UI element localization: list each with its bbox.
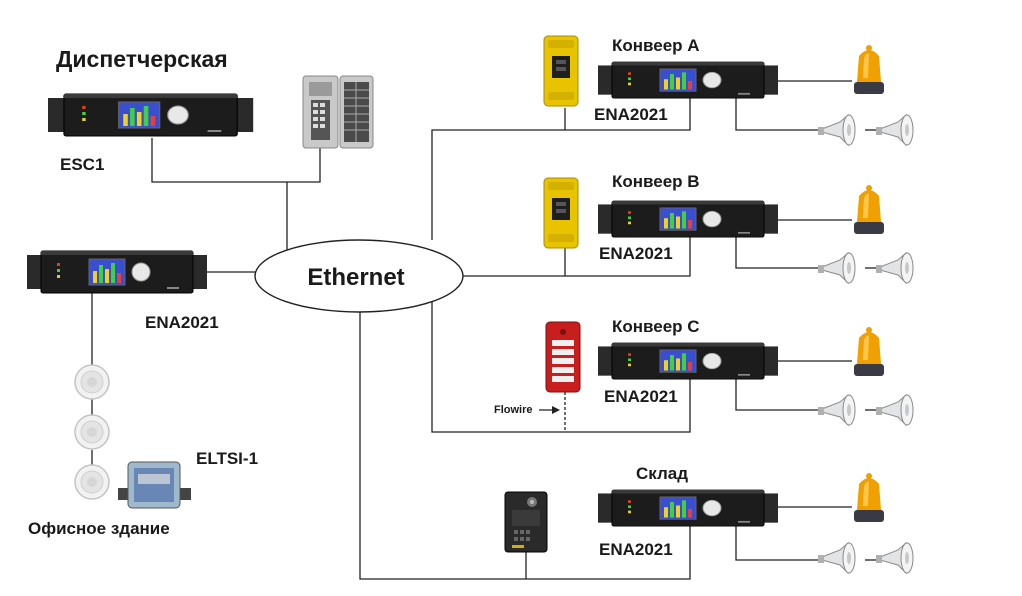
horn-speaker-icon — [817, 252, 856, 284]
conveyor-b-label: Конвеер В — [612, 172, 700, 191]
ena-conveyor-a-label: ENA2021 — [594, 105, 668, 124]
ceiling-speaker-icon — [74, 464, 110, 500]
call-station-keypad — [302, 75, 374, 149]
ena-office-rack-unit — [26, 250, 208, 294]
ena-conveyor-c-rack-unit — [597, 342, 779, 380]
ena-conveyor-b-rack-unit — [597, 200, 779, 238]
beacon-icon — [854, 473, 884, 522]
horn-speaker-icon — [875, 542, 914, 574]
warehouse-label: Склад — [636, 464, 688, 483]
horn-speaker-icon — [817, 394, 856, 426]
ena-conveyor-a-rack-unit — [597, 61, 779, 99]
door-intercom-icon — [504, 491, 548, 553]
beacon-icon — [854, 327, 884, 376]
ena-office-label: ENA2021 — [145, 313, 219, 332]
horn-speaker-icon — [875, 114, 914, 146]
beacon-icon — [854, 45, 884, 94]
conveyor-c-label: Конвеер С — [612, 317, 700, 336]
flowire-label: Flowire — [494, 404, 533, 416]
horn-speaker-icon — [875, 394, 914, 426]
ena-conveyor-b-label: ENA2021 — [599, 244, 673, 263]
ceiling-speaker-icon — [74, 414, 110, 450]
ena-conveyor-c-label: ENA2021 — [604, 387, 678, 406]
ethernet-label: Ethernet — [307, 264, 404, 291]
conveyor-a-label: Конвеер А — [612, 36, 700, 55]
ceiling-speaker-icon — [74, 364, 110, 400]
horn-speaker-icon — [875, 252, 914, 284]
red-intercom-icon — [545, 321, 581, 393]
ena-warehouse-rack-unit — [597, 489, 779, 527]
beacon-icon — [854, 185, 884, 234]
yellow-intercom-icon — [543, 35, 579, 107]
network-wiring — [91, 80, 876, 580]
ena-warehouse-label: ENA2021 — [599, 540, 673, 559]
yellow-intercom-icon — [543, 177, 579, 249]
eltsi-interface-box — [118, 461, 191, 509]
ethernet-network-ellipse — [254, 239, 464, 313]
eltsi-label: ELTSI-1 — [196, 449, 258, 468]
horn-speaker-icon — [817, 114, 856, 146]
esc1-rack-unit — [47, 93, 254, 137]
office-building-label: Офисное здание — [28, 519, 170, 538]
dispatch-room-title: Диспетчерская — [56, 46, 228, 72]
horn-speaker-icon — [817, 542, 856, 574]
esc1-label: ESC1 — [60, 155, 104, 174]
